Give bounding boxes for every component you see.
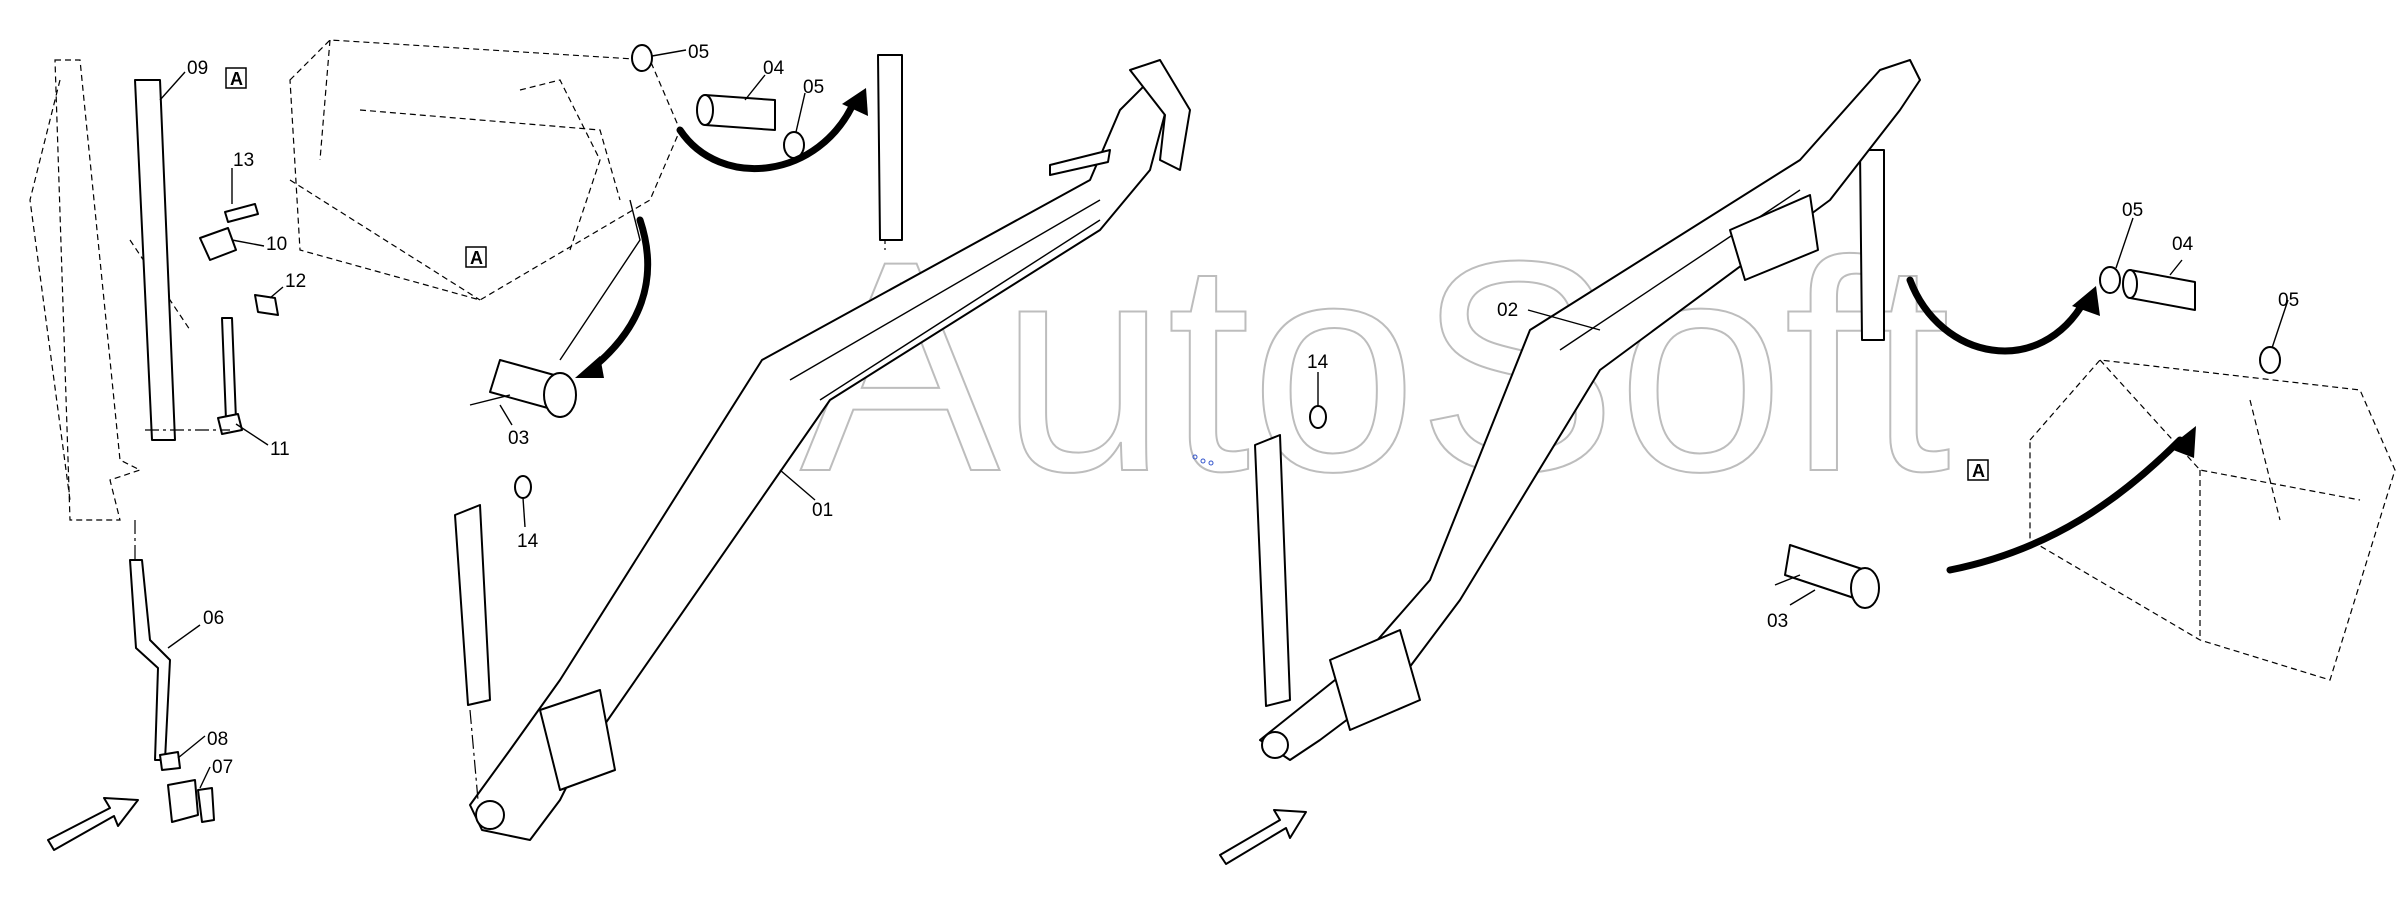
view-marker-a-1: A	[225, 67, 247, 89]
callout-01: 01	[812, 500, 833, 521]
view-marker-a-3: A	[1967, 459, 1989, 481]
cylinder-upper	[877, 54, 903, 241]
clip-07	[197, 787, 215, 823]
lift-arm-02	[1219, 59, 1921, 865]
svg-text:A: A	[230, 69, 243, 89]
nut-11	[217, 413, 243, 435]
pin-set-right	[1906, 266, 2281, 374]
callout-12: 12	[285, 271, 306, 292]
leader-lines	[159, 49, 2289, 789]
frame-detail-right	[1774, 359, 2396, 681]
center-marks	[1192, 454, 1214, 466]
washer-08	[159, 751, 181, 771]
callout-03-b: 03	[1767, 611, 1788, 632]
lift-arm-01	[454, 54, 1191, 841]
callout-05-c: 05	[2122, 200, 2143, 221]
bolt-13	[224, 203, 259, 223]
callout-08: 08	[207, 729, 228, 750]
direction-arrow-right	[1219, 809, 1307, 865]
ring-05-r2	[2259, 346, 2281, 374]
left-panel-assembly	[29, 59, 279, 851]
clip-14-left	[514, 475, 532, 499]
bracket-10	[199, 227, 237, 261]
callout-09: 09	[187, 58, 208, 79]
arm-02-bracket	[1729, 194, 1819, 281]
rod-06	[129, 559, 171, 761]
svg-text:A: A	[470, 248, 483, 268]
clip-14-right	[1309, 405, 1327, 429]
ring-05-r1	[2099, 266, 2121, 294]
clevis-07	[167, 779, 199, 823]
arm-02-plate	[1329, 629, 1421, 731]
callout-04-b: 04	[2172, 234, 2194, 255]
callout-13: 13	[233, 150, 254, 171]
callout-07: 07	[212, 757, 233, 778]
frame-detail-top	[289, 39, 681, 418]
pin-set-top-middle	[631, 44, 868, 173]
arm-01-plate	[539, 689, 616, 791]
view-marker-a-2: A	[465, 246, 487, 268]
callout-14-b: 14	[1307, 352, 1329, 373]
callout-05-a: 05	[688, 42, 709, 63]
callout-03-a: 03	[508, 428, 529, 449]
callout-labels: 09 13 10 12 11 06 08 07 05 04 05 03 14 0…	[187, 42, 2299, 778]
cylinder-lower-left	[454, 504, 491, 706]
callout-05-b: 05	[803, 77, 824, 98]
ring-05-left	[631, 44, 653, 72]
direction-arrow-left	[47, 797, 139, 851]
pin-04-right	[2129, 269, 2196, 311]
bolt-12	[254, 294, 279, 316]
panel-strip-09	[134, 79, 176, 441]
callout-02: 02	[1497, 300, 1518, 321]
callout-11: 11	[270, 439, 290, 460]
callout-14-a: 14	[517, 531, 539, 552]
callout-06: 06	[203, 608, 224, 629]
callout-10: 10	[266, 234, 287, 255]
arm-01-top-bracket	[1129, 59, 1191, 171]
svg-text:A: A	[1972, 461, 1985, 481]
callout-04-a: 04	[763, 58, 785, 79]
rod-segment	[221, 317, 237, 421]
callout-05-d: 05	[2278, 290, 2299, 311]
pin-04-left	[704, 94, 776, 131]
cylinder-lower-right	[1254, 434, 1291, 707]
cylinder-upper-right	[1859, 149, 1885, 341]
arm-01-body	[469, 79, 1171, 841]
